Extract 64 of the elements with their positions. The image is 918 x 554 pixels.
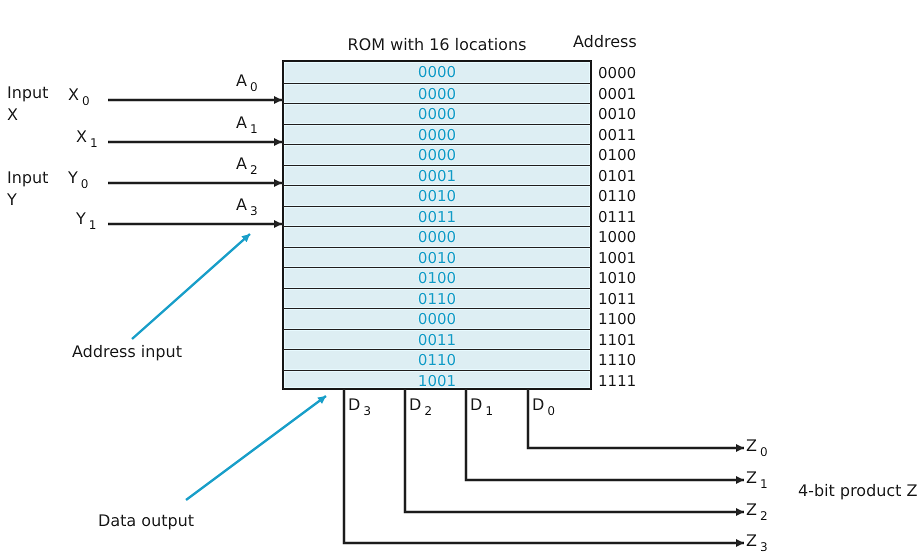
cell-data: 0000	[416, 228, 458, 246]
group-label: 4-bit product Z	[798, 480, 918, 502]
cell-data: 0000	[416, 310, 458, 328]
leader-line	[131, 233, 251, 340]
signal-name: Z$_{2}$	[746, 501, 778, 525]
edge-label: A$_{1}$	[236, 114, 258, 138]
address-value: 0011	[598, 126, 636, 144]
signal-name: X$_{1}$	[76, 128, 104, 152]
signal-name: Z$_{1}$	[746, 469, 778, 493]
cell-data: 0010	[416, 248, 458, 266]
cell-data: 0010	[416, 187, 458, 205]
edge-label: D$_{3}$	[348, 396, 371, 420]
edge-label: D$_{1}$	[470, 396, 493, 420]
address-value: 1000	[598, 228, 636, 246]
address-value: 1101	[598, 330, 636, 348]
callout-label: Address input	[72, 343, 200, 363]
edge-label: A$_{2}$	[236, 155, 258, 179]
address-value: 1010	[598, 269, 636, 287]
callout-label: Data output	[98, 512, 210, 532]
arrow	[526, 390, 744, 452]
cell-data: 0000	[416, 63, 458, 81]
signal-name: Z$_{3}$	[746, 532, 778, 554]
leader-line	[185, 395, 327, 501]
edge-label: D$_{0}$	[532, 396, 555, 420]
signal-name: X$_{0}$	[68, 86, 104, 110]
arrow	[108, 138, 282, 146]
group-label: Input X	[7, 82, 50, 126]
cell-data: 0000	[416, 146, 458, 164]
address-value: 1011	[598, 290, 636, 308]
cell-data: 0000	[416, 126, 458, 144]
cell-data: 0011	[416, 208, 458, 226]
address-value: 1100	[598, 310, 636, 328]
column-header: Address	[573, 33, 637, 51]
edge-label: D$_{2}$	[409, 396, 432, 420]
cell-data: 0100	[416, 269, 458, 287]
address-value: 1001	[598, 248, 636, 266]
arrow	[464, 390, 744, 484]
address-value: 0110	[598, 187, 636, 205]
cell-data: 1001	[416, 372, 458, 390]
address-value: 1110	[598, 351, 636, 369]
address-value: 0100	[598, 146, 636, 164]
address-value: 1111	[598, 372, 636, 390]
cell-data: 0000	[416, 84, 458, 102]
cell-data: 0110	[416, 351, 458, 369]
address-value: 0000	[598, 64, 636, 82]
arrow	[342, 390, 744, 547]
arrow	[108, 179, 282, 187]
arrow	[108, 220, 282, 228]
group-label: Input Y	[7, 167, 50, 211]
signal-name: Z$_{0}$	[746, 437, 778, 461]
edge-label: A$_{0}$	[236, 72, 258, 96]
cell-data: 0110	[416, 290, 458, 308]
cell-data: 0000	[416, 105, 458, 123]
signal-name: Y$_{0}$	[68, 169, 104, 193]
arrow	[108, 96, 282, 104]
cell-data: 0001	[416, 166, 458, 184]
address-value: 0111	[598, 208, 636, 226]
address-value: 0101	[598, 166, 636, 184]
address-value: 0010	[598, 105, 636, 123]
address-value: 0001	[598, 84, 636, 102]
cell-data: 0011	[416, 330, 458, 348]
signal-name: Y$_{1}$	[76, 210, 104, 234]
arrow	[404, 390, 744, 516]
edge-label: A$_{3}$	[236, 196, 258, 220]
